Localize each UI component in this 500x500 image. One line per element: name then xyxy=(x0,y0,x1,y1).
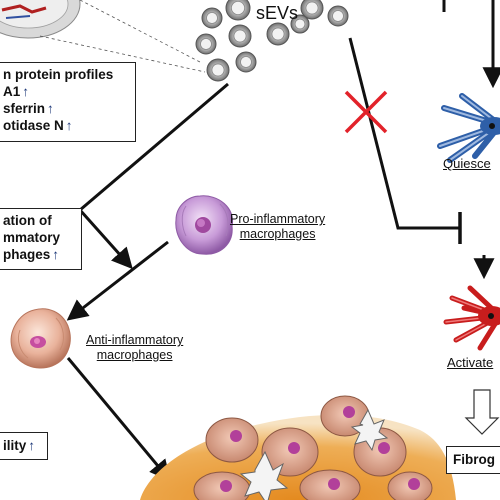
sev-vesicle xyxy=(290,14,310,34)
sev-cluster xyxy=(195,0,349,82)
sevs-label: sEVs xyxy=(256,3,299,23)
pro-inflammatory-line-1: Pro-inflammatory xyxy=(230,212,326,226)
pro-inflammatory-label: Pro-inflammatory macrophages xyxy=(230,212,325,242)
blocked-cross xyxy=(344,90,388,134)
fibrogenesis-text: Fibrog xyxy=(453,452,495,467)
hepatocyte xyxy=(299,469,361,500)
activated-hsc xyxy=(443,255,500,351)
polarization-line-2: mmatory xyxy=(3,230,61,245)
activated-label: Activate xyxy=(447,355,494,370)
sev-vesicle xyxy=(195,33,217,55)
sev-vesicle xyxy=(327,5,349,27)
up-arrow-icon: ↑ xyxy=(28,438,36,453)
pro-inflammatory-line-2: macrophages xyxy=(239,227,316,241)
sev-to-branch-line xyxy=(79,82,229,212)
pro-inflammatory-macrophage xyxy=(175,195,234,255)
anti-inflammatory-label: Anti-inflammatory macrophages xyxy=(86,333,183,363)
sev-vesicle xyxy=(300,0,324,20)
up-arrow-icon: ↑ xyxy=(22,84,30,99)
hepatocyte xyxy=(261,427,319,477)
quiescent-label: Quiesce xyxy=(443,156,491,171)
motility-box: ility↑ xyxy=(0,432,48,460)
sev-vesicle xyxy=(235,51,257,73)
up-arrow-icon: ↑ xyxy=(47,101,54,116)
sev-vesicle xyxy=(266,22,290,46)
up-arrow-icon: ↑ xyxy=(65,118,73,133)
polarization-line-1: ation of xyxy=(3,213,52,228)
protein-a1-row: A1↑ xyxy=(3,84,30,99)
anti-inflammatory-line-1: Anti-inflammatory xyxy=(86,333,184,347)
fibrogenesis-box: Fibrog xyxy=(446,446,500,474)
protein-profiles-title: n protein profiles xyxy=(3,67,114,82)
inhibition-path xyxy=(348,37,460,230)
sev-vesicle xyxy=(201,7,223,29)
liver-tissue xyxy=(140,395,456,500)
hepatocyte xyxy=(387,471,433,500)
protein-profiles-box: n protein profiles A1↑ sferrin↑ otidase … xyxy=(0,62,136,142)
hollow-arrow-fibrogenesis xyxy=(464,389,500,435)
transferrin-row: sferrin↑ xyxy=(3,101,54,116)
motility-text: ility↑ xyxy=(3,438,36,453)
arrow-pro-to-anti xyxy=(66,240,169,321)
aminopeptidase-row: otidase N↑ xyxy=(3,118,73,133)
source-vesicle xyxy=(0,0,81,39)
anti-inflammatory-line-2: macrophages xyxy=(96,348,173,362)
polarization-line-3: phages↑ xyxy=(3,247,60,262)
polarization-box: ation of mmatory phages↑ xyxy=(0,208,82,270)
zoom-line-bottom xyxy=(39,35,206,73)
anti-inflammatory-macrophage xyxy=(10,308,71,369)
up-arrow-icon: ↑ xyxy=(52,247,60,262)
zoom-line-top xyxy=(79,0,201,63)
sev-vesicle xyxy=(225,0,251,21)
hepatocyte xyxy=(205,417,259,463)
sev-vesicle xyxy=(206,58,230,82)
sev-vesicle xyxy=(228,24,252,48)
arrow-anti-to-liver xyxy=(66,357,171,482)
arrow-to-pro-inflammatory xyxy=(78,209,133,270)
quiescent-hsc xyxy=(437,93,500,163)
